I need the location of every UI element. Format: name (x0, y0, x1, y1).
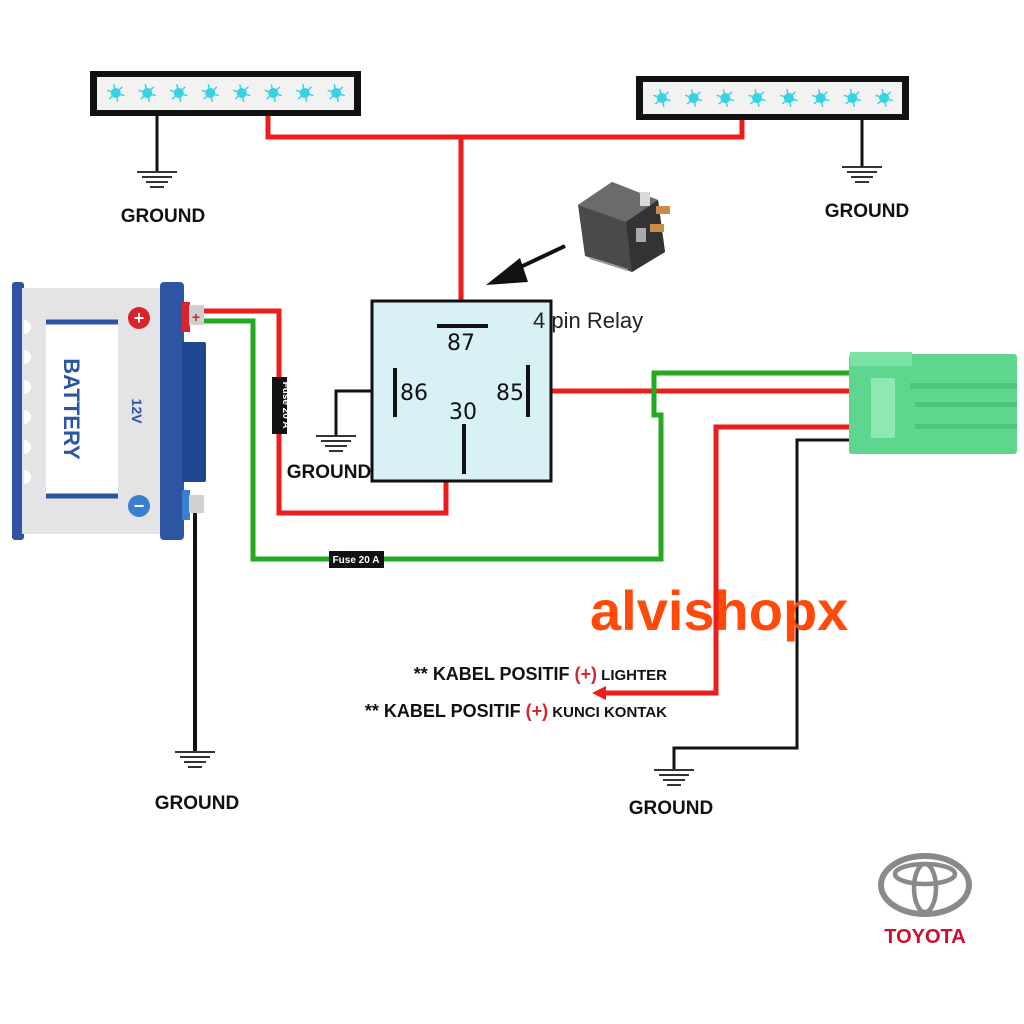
note-lighter-sign: (+) (575, 664, 598, 684)
pin-86-label: 86 (400, 381, 428, 406)
led-icon (684, 89, 703, 107)
wire-red-lightbar-feed (265, 116, 745, 140)
battery: + BATTERY 12V + − (12, 282, 206, 540)
watermark: alvishopx (590, 579, 848, 642)
note-kunci-kontak: ** Kabel Positif (+) kunci kontak (365, 701, 667, 721)
ground-symbol-left-bar (137, 171, 177, 188)
battery-terminal-plus: + (192, 309, 200, 325)
note-kunci-prefix: ** (365, 701, 384, 721)
note-lighter: ** Kabel Positif (+) lighter (414, 664, 667, 684)
wire-black-connector (672, 438, 852, 770)
led-icon (264, 84, 283, 102)
led-icon (843, 89, 862, 107)
ground-label-left-bar: Ground (121, 206, 205, 227)
ground-label-relay: Ground (287, 462, 371, 483)
wires (155, 116, 864, 770)
wire-red-acc (602, 424, 852, 696)
led-icon (106, 84, 125, 102)
led-icon (811, 89, 830, 107)
pin-30-label: 30 (449, 400, 477, 425)
ground-symbol-right-bar (842, 166, 882, 183)
ground-label-right-bar: Ground (825, 201, 909, 222)
fuse-green-label: Fuse 20 A (333, 555, 380, 566)
fuse-red-label: Fuse 20 A (280, 382, 291, 429)
ground-symbol-connector (654, 769, 694, 786)
connector-plug (849, 352, 1017, 454)
battery-minus-symbol: − (134, 496, 145, 516)
led-icon (201, 84, 220, 102)
led-icon (232, 84, 251, 102)
fuse-red: Fuse 20 A (272, 377, 291, 434)
note-kunci-sign: (+) (526, 701, 549, 721)
fuse-green: Fuse 20 A (329, 551, 384, 568)
led-icon (138, 84, 157, 102)
battery-label: BATTERY (59, 358, 84, 460)
relay-photo-icon (578, 182, 670, 272)
relay-body (370, 299, 553, 483)
led-icon (875, 89, 893, 107)
led-icon (716, 89, 735, 107)
led-icon (295, 84, 314, 102)
ground-label-connector: Ground (629, 798, 713, 819)
ground-symbol-relay (316, 435, 356, 452)
note-kunci-main: Kabel Positif (384, 701, 526, 721)
ground-symbol-battery (175, 751, 215, 768)
toyota-brand: TOYOTA (884, 926, 965, 948)
arrow-icon (486, 244, 566, 285)
note-lighter-prefix: ** (414, 664, 433, 684)
ground-label-battery: Ground (155, 793, 239, 814)
led-icon (169, 84, 188, 102)
note-kunci-suffix: kunci kontak (548, 704, 667, 721)
note-lighter-suffix: lighter (597, 667, 667, 684)
led-icon (748, 89, 766, 107)
led-icon (327, 84, 346, 102)
relay: 87 86 85 30 4 pin Relay (370, 299, 643, 483)
note-lighter-main: Kabel Positif (433, 664, 575, 684)
light-bar-right (636, 76, 909, 120)
led-icon (780, 89, 798, 107)
led-icon (653, 89, 671, 107)
light-bar-left (90, 71, 361, 116)
arrowhead-red (592, 686, 606, 700)
relay-title: 4 pin Relay (533, 308, 643, 333)
battery-plus-symbol: + (134, 308, 145, 328)
battery-voltage: 12V (129, 399, 145, 425)
pin-85-label: 85 (496, 381, 524, 406)
wire-green (200, 318, 852, 562)
toyota-logo-icon (878, 853, 972, 917)
pin-87-label: 87 (447, 331, 475, 356)
